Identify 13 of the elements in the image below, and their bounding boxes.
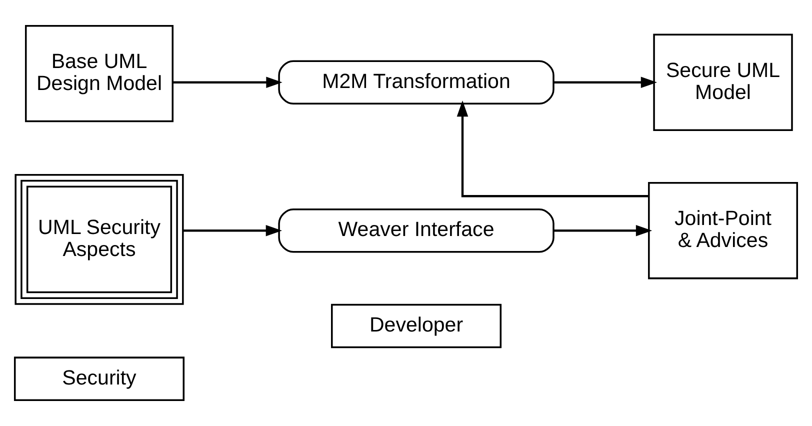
node-box: M2M Transformation bbox=[278, 60, 554, 105]
node-box: Secure UML Model bbox=[653, 34, 793, 131]
arrow bbox=[554, 76, 658, 88]
node-box: Joint-Point & Advices bbox=[648, 182, 798, 280]
node-box: Weaver Interface bbox=[278, 208, 554, 253]
arrow bbox=[554, 224, 652, 236]
node-box: Security bbox=[14, 356, 185, 401]
node-box: Developer bbox=[331, 304, 502, 348]
arrow bbox=[456, 100, 648, 198]
arrow bbox=[182, 224, 282, 236]
arrow bbox=[172, 76, 282, 88]
node-box: UML Security Aspects bbox=[14, 174, 184, 305]
node-box: Base UML Design Model bbox=[25, 25, 174, 122]
